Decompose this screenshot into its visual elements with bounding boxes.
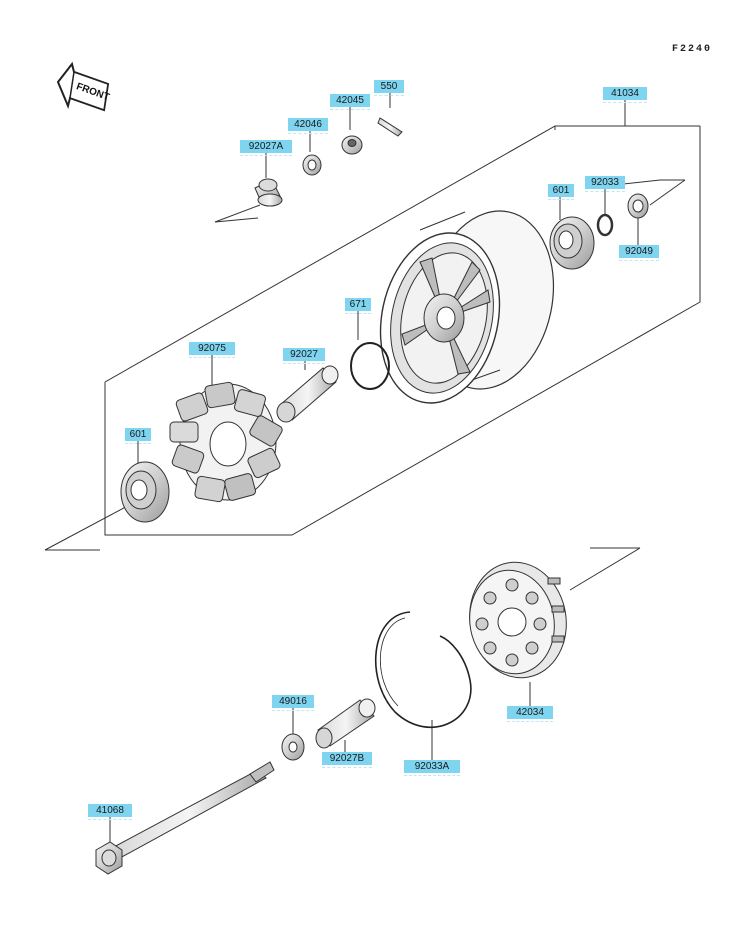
page-code: F2240	[672, 44, 713, 55]
part-callout-601-left[interactable]: 601	[125, 428, 151, 444]
collar-part	[254, 178, 283, 207]
part-callout-92033A[interactable]: 92033A	[404, 760, 460, 776]
part-callout-92033[interactable]: 92033	[585, 176, 625, 192]
wheel-assembly-outline	[44, 100, 701, 591]
part-callout-550[interactable]: 550	[374, 80, 404, 96]
axle-washer-part	[281, 733, 305, 761]
part-callout-92027B[interactable]: 92027B	[322, 752, 372, 768]
castle-nut-part	[341, 135, 363, 155]
circlip-part	[596, 213, 614, 237]
part-callout-49016[interactable]: 49016	[272, 695, 314, 711]
o-ring-part	[350, 342, 390, 390]
part-callout-92027[interactable]: 92027	[283, 348, 325, 364]
leader-lines	[109, 93, 639, 845]
part-callout-92075[interactable]: 92075	[189, 342, 235, 358]
part-callout-671[interactable]: 671	[345, 298, 371, 314]
part-callout-41068[interactable]: 41068	[88, 804, 132, 820]
collar-b-part	[315, 698, 376, 749]
part-callout-42046[interactable]: 42046	[288, 118, 328, 134]
oil-seal-part	[627, 193, 649, 219]
ball-bearing-part-left	[120, 461, 170, 523]
part-callout-92027A[interactable]: 92027A	[240, 140, 292, 156]
part-callout-41034[interactable]: 41034	[603, 87, 647, 103]
part-callout-42034[interactable]: 42034	[507, 706, 553, 722]
part-callout-601-top[interactable]: 601	[548, 184, 574, 200]
ball-bearing-part-top	[549, 216, 595, 270]
rear-wheel-part	[379, 210, 555, 404]
large-circlip-part	[375, 611, 472, 729]
part-callout-42045[interactable]: 42045	[330, 94, 370, 110]
cotter-pin-part	[377, 117, 403, 137]
rear-axle-part	[95, 761, 275, 875]
front-arrow-icon: FRONT	[56, 61, 111, 112]
wheel-damper-part	[169, 381, 283, 503]
sprocket-coupling-part	[469, 561, 567, 679]
collar-sleeve-part	[276, 365, 339, 423]
washer-part	[302, 154, 322, 176]
part-callout-92049[interactable]: 92049	[619, 245, 659, 261]
